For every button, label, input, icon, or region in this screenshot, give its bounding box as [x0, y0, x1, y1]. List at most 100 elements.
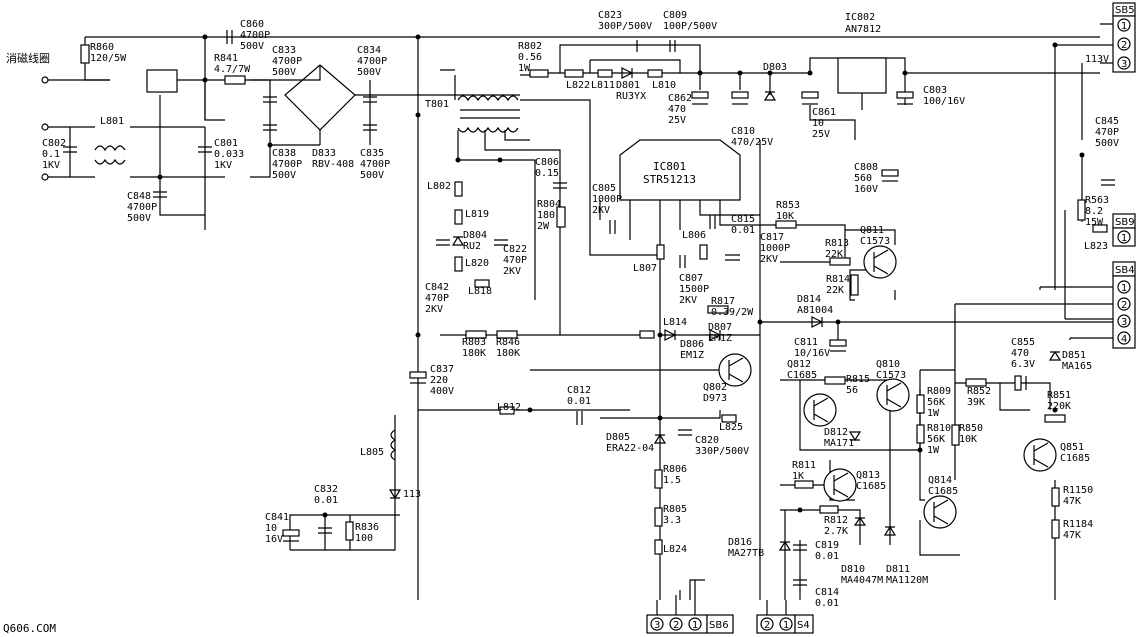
- capacitor-c834: [363, 96, 377, 103]
- component-designator: C860: [240, 19, 264, 30]
- component-value: 0.1: [42, 149, 60, 160]
- inductor-l805: [390, 429, 397, 461]
- component-value: 4700P: [272, 56, 302, 67]
- component-designator: R841: [214, 53, 238, 64]
- label-l824: L824: [663, 544, 687, 555]
- component-value: 0.15: [535, 168, 559, 179]
- component-value: 180K: [496, 348, 520, 359]
- bead-l806: [699, 244, 708, 260]
- component-designator: R860: [90, 42, 114, 53]
- bead-l824: [654, 539, 663, 555]
- capacitor-c809: [669, 40, 676, 52]
- input-terminal: [41, 123, 49, 131]
- capacitor-c801: [198, 146, 212, 153]
- capacitor-c808: [881, 169, 899, 182]
- diode-d805: [653, 433, 667, 444]
- resistor-r810: [916, 424, 925, 444]
- component-designator: C814: [815, 587, 839, 598]
- component-value: A81004: [797, 305, 833, 316]
- rail-voltage-label: 113V: [1085, 54, 1109, 65]
- pin-label: 1: [1121, 21, 1127, 32]
- component-value: 500V: [272, 67, 296, 78]
- component-designator: C855: [1011, 337, 1035, 348]
- label-t801: T801: [425, 99, 449, 110]
- label-l806: L806: [682, 230, 706, 241]
- resistor-r814: [850, 274, 859, 296]
- component-value: 10/16V: [794, 348, 830, 359]
- component-designator: D851: [1062, 350, 1086, 361]
- component-designator: L825: [719, 422, 743, 433]
- component-designator: L814: [663, 317, 687, 328]
- diode-d807: [709, 329, 722, 341]
- component-designator: Q813: [856, 470, 880, 481]
- diode-d804: [451, 235, 465, 246]
- resistor-r817: [707, 305, 729, 314]
- component-designator: D803: [763, 62, 787, 73]
- component-value: 160V: [854, 184, 878, 195]
- component-designator: R817: [711, 296, 735, 307]
- component-value: 4700P: [360, 159, 390, 170]
- connector-label: SB4: [1115, 265, 1135, 276]
- component-value: RBV-408: [312, 159, 354, 170]
- component-designator: C835: [360, 148, 384, 159]
- label-d803: D803: [763, 62, 787, 73]
- label-l810: L810: [652, 80, 676, 91]
- component-designator: C811: [794, 337, 818, 348]
- label-l807: L807: [633, 263, 657, 274]
- component-designator: D804: [463, 230, 487, 241]
- label-l802: L802: [427, 181, 451, 192]
- resistor-r850: [951, 424, 960, 446]
- component-designator: Q810: [876, 359, 900, 370]
- connector-sb6: 3 2 1 SB6: [646, 614, 734, 634]
- resistor-r809: [916, 394, 925, 414]
- component-value: 10: [265, 523, 277, 534]
- component-value: 1W: [518, 63, 531, 74]
- component-designator: C815: [731, 214, 755, 225]
- component-designator: Q811: [860, 225, 884, 236]
- component-designator: L802: [427, 181, 451, 192]
- capacitor-c817: [725, 254, 740, 261]
- capacitor-c833: [263, 96, 277, 103]
- component-value: 1W: [927, 445, 940, 456]
- component-designator: L823: [1084, 241, 1108, 252]
- component-designator: C845: [1095, 116, 1119, 127]
- component-value: 1.5: [663, 475, 681, 486]
- capacitor-c862: [691, 91, 709, 105]
- component-value: 16V: [265, 534, 283, 545]
- component-value: 47K: [1063, 496, 1081, 507]
- component-value: 4700P: [272, 159, 302, 170]
- component-value: MA1120M: [886, 575, 928, 586]
- capacitor-c860: [226, 30, 233, 44]
- component-value: 0.01: [731, 225, 755, 236]
- ic802-name: IC802: [845, 12, 875, 23]
- component-value: MA165: [1062, 361, 1092, 372]
- component-value: 4700P: [127, 202, 157, 213]
- capacitor-c812: [576, 411, 583, 425]
- component-value: 15W: [1085, 217, 1104, 228]
- component-designator: L818: [468, 286, 492, 297]
- pin-label: 1: [692, 620, 698, 631]
- pin-label: 4: [1121, 334, 1127, 345]
- label-l822: L822: [566, 80, 590, 91]
- component-value: 25V: [812, 129, 830, 140]
- component-designator: C834: [357, 45, 381, 56]
- component-value: 0.01: [815, 551, 839, 562]
- label-d113: 113: [403, 489, 421, 500]
- component-value: 47K: [1063, 530, 1081, 541]
- component-value: 2KV: [592, 205, 610, 216]
- component-value: 4700P: [357, 56, 387, 67]
- connector-sb9: SB9 1: [1112, 213, 1136, 247]
- capacitor-c815: [709, 215, 716, 229]
- component-designator: R810: [927, 423, 951, 434]
